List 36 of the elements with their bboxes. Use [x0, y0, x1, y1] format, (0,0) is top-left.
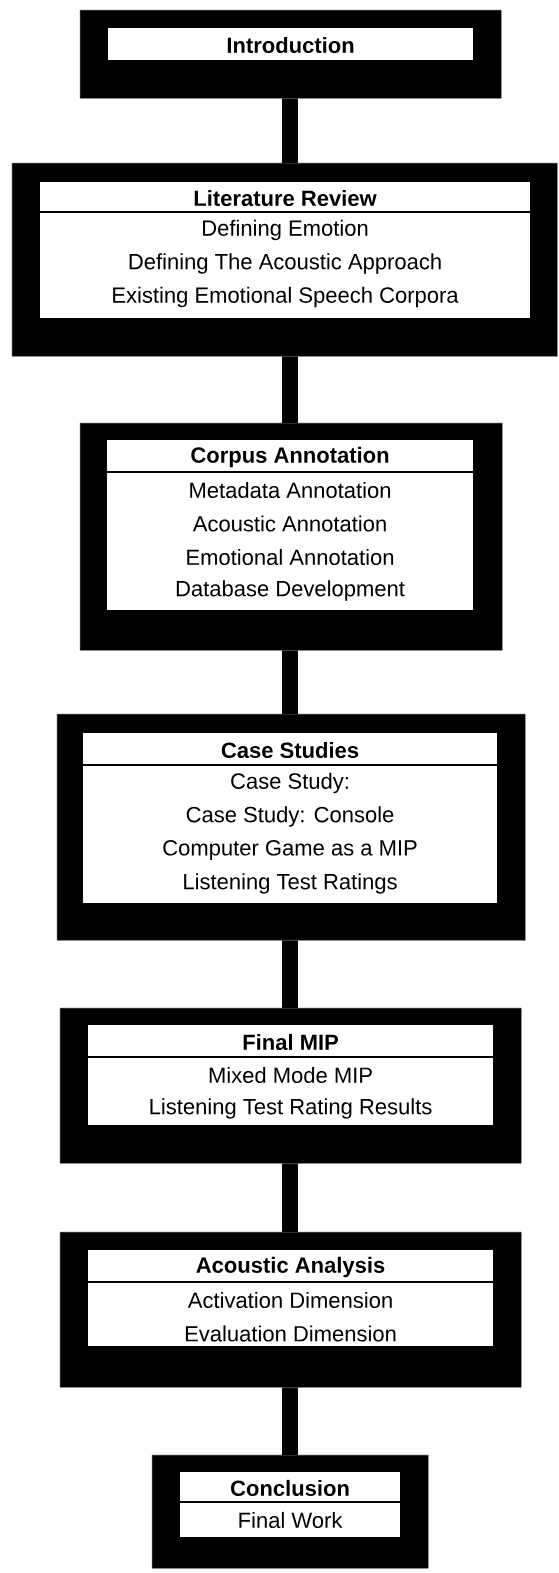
connector-line: [282, 1387, 298, 1455]
topic-item: Final Work: [239, 1511, 343, 1529]
topic-item: Emotional Annotation: [187, 548, 394, 566]
topic-item: Evaluation Dimension: [185, 1325, 396, 1342]
topic-item: Existing Emotional Speech Corpora: [113, 286, 459, 308]
connector-line: [282, 356, 298, 423]
section-box: [60, 1007, 522, 1164]
topic-item: Defining The Acoustic Approach: [129, 253, 441, 274]
section-heading: Literature Review: [194, 189, 377, 207]
section-box: [60, 1232, 522, 1388]
connector-line: [282, 98, 298, 163]
section-heading: Acoustic Analysis: [196, 1256, 385, 1278]
section-heading: Case Studies: [221, 741, 359, 759]
section-heading: Conclusion: [231, 1479, 349, 1497]
connector-line: [282, 940, 298, 1008]
topic-item: Computer Game as a MIP: [163, 840, 417, 860]
section-box: [12, 163, 558, 357]
topic-item: Case Study: Console: [186, 806, 394, 827]
topic-item: Defining Emotion: [203, 219, 368, 241]
section-heading: Final MIP: [243, 1033, 338, 1051]
topic-item: Case Study:: [231, 772, 348, 794]
section-box: [80, 423, 503, 651]
topic-item: Listening Test Rating Results: [150, 1098, 432, 1119]
section-box: [80, 10, 502, 99]
section-heading: Corpus Annotation: [191, 446, 389, 468]
topic-item: Activation Dimension: [187, 1291, 392, 1309]
topic-item: Mixed Mode MIP: [209, 1066, 372, 1084]
section-heading: Introduction: [227, 36, 354, 54]
topic-item: Listening Test Ratings: [184, 873, 397, 894]
topic-item: Metadata Annotation: [190, 481, 391, 499]
connector-line: [282, 1163, 298, 1232]
topic-item: Database Development: [176, 580, 405, 601]
connector-line: [282, 650, 298, 714]
section-box: [57, 714, 526, 941]
topic-item: Acoustic Annotation: [192, 515, 386, 532]
section-box: [152, 1455, 429, 1569]
